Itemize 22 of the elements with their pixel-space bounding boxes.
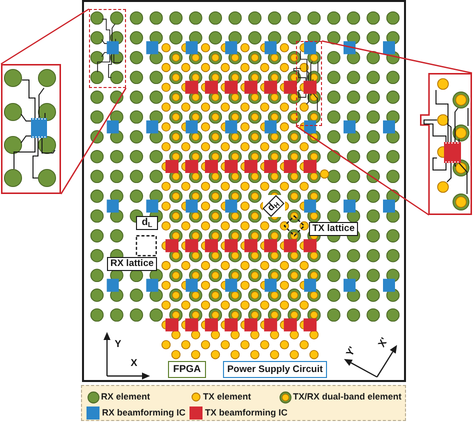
zoom-leader-line [60, 88, 127, 194]
lattice-label: TX lattice [309, 222, 358, 236]
legend-text: RX element [101, 392, 150, 402]
axis-label: Y [114, 340, 122, 350]
zoom-leader-line [296, 125, 430, 216]
legend-text: TX element [203, 392, 252, 402]
legend-text: TX/RX dual-band element [293, 392, 402, 402]
dimension-label: d$_{L}$ [136, 216, 158, 230]
legend-text: TX beamforming IC [205, 408, 288, 418]
zoom-inset-drawing [420, 73, 472, 215]
axis-label: Y' [345, 346, 359, 358]
component-tag: Power Supply Circuit [223, 361, 327, 378]
zoom-leader-line [0, 8, 90, 65]
zoom-region-outline [296, 41, 322, 126]
zoom-inset-drawing [1, 64, 61, 194]
zoom-region-outline [89, 9, 126, 88]
lattice-label: RX lattice [107, 257, 157, 271]
component-tag: FPGA [168, 361, 206, 378]
legend-text: RX beamforming IC [102, 408, 186, 418]
zoom-leader-line [322, 40, 472, 74]
axis-label: X [130, 359, 138, 369]
axis-label: X' [377, 336, 391, 350]
